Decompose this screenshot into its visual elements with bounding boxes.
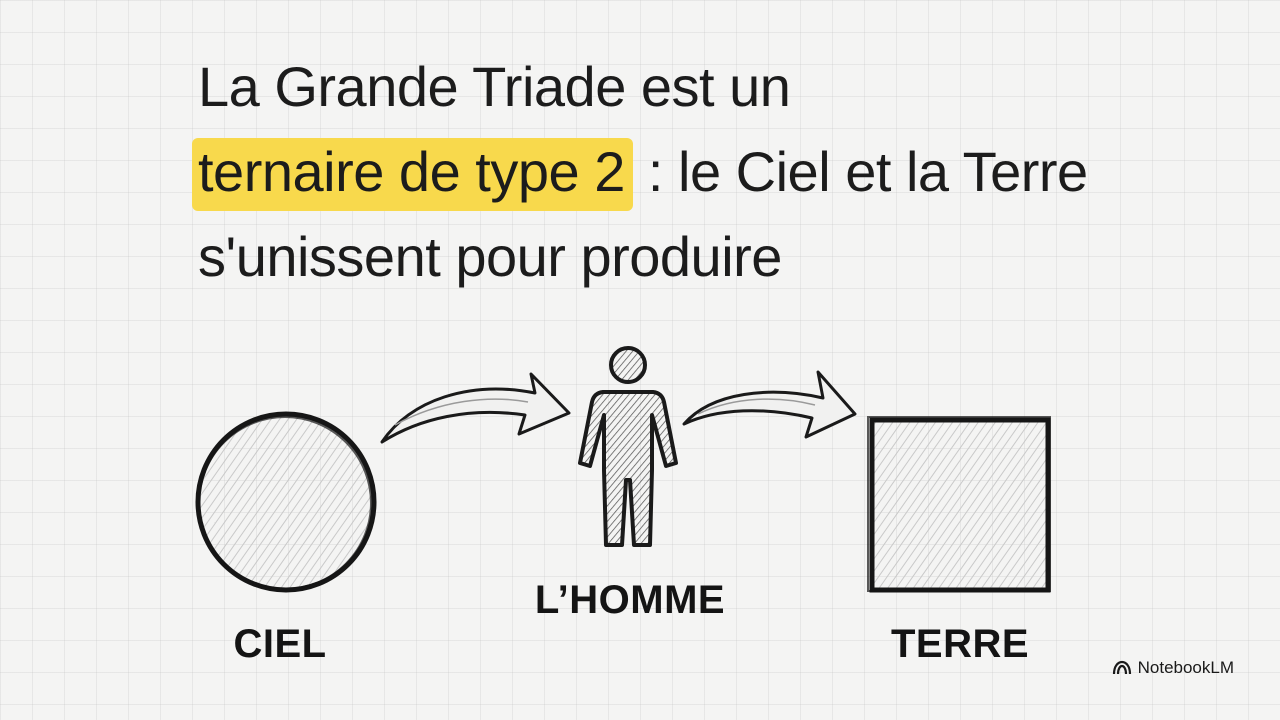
square-icon [867, 416, 1051, 593]
person-icon [578, 346, 678, 547]
arrow-icon [682, 370, 857, 439]
highlighted-phrase: ternaire de type 2 [192, 138, 633, 211]
title-part-1: La Grande Triade est un [198, 55, 791, 118]
label-terre: TERRE [890, 622, 1030, 666]
notebooklm-watermark: NotebookLM [1112, 658, 1234, 678]
circle-icon [195, 411, 377, 593]
slide-title: La Grande Triade est un ternaire de type … [192, 44, 1158, 299]
notebooklm-logo-icon [1112, 660, 1131, 675]
title-part-2: : le Ciel et la Terre s'unissent pour pr… [198, 140, 1088, 288]
brand-name: NotebookLM [1137, 658, 1234, 677]
label-ciel: CIEL [233, 622, 327, 666]
label-homme: L’HOMME [534, 578, 726, 622]
arrow-icon [380, 372, 571, 444]
